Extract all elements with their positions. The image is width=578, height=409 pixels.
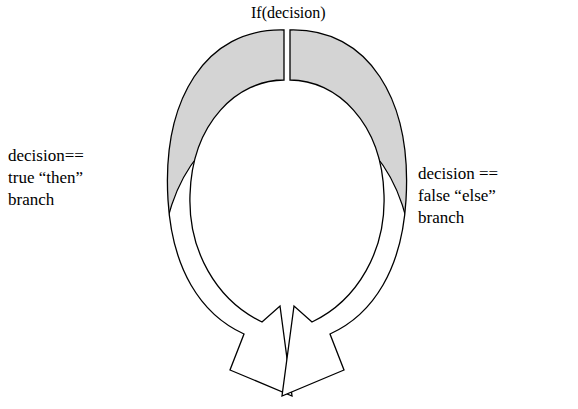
true-branch-label: decision== true “then” branch: [8, 145, 92, 211]
false-branch-label: decision == false “else” branch: [418, 163, 504, 229]
decision-title: If(decision): [251, 2, 326, 24]
